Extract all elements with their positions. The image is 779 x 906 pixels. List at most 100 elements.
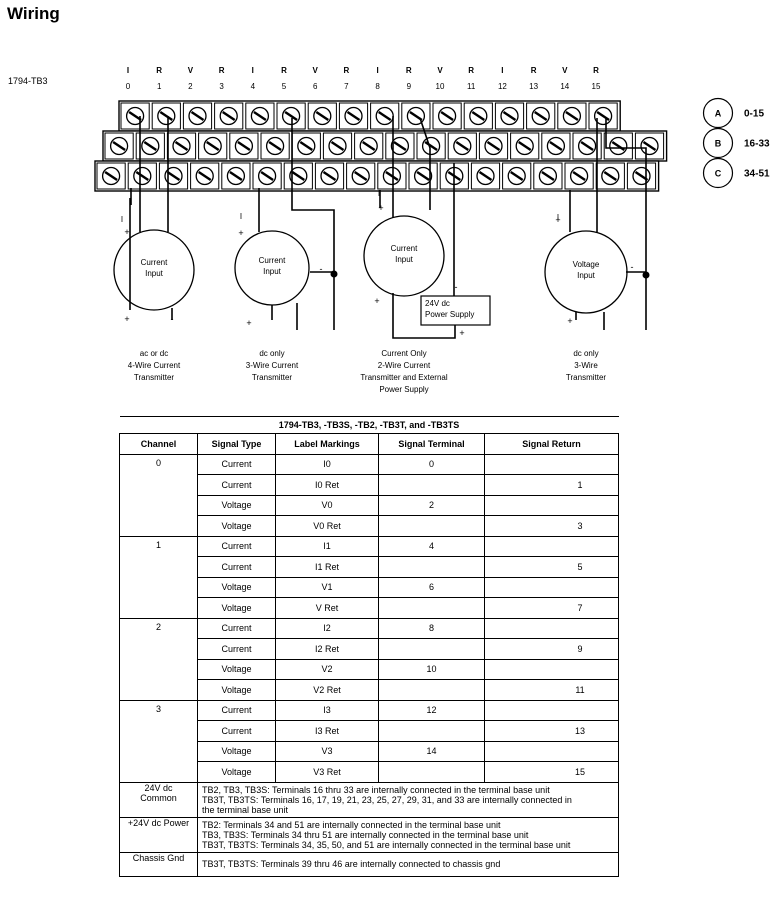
row-legend-range: 16-33 (744, 139, 770, 150)
signal-type-cell: Current (197, 720, 276, 742)
signal-return-cell: 11 (483, 679, 620, 701)
device-caption: Current Only (381, 349, 426, 358)
current-label: I (121, 215, 123, 224)
channel-cell: 1 (119, 535, 198, 619)
row-legend-badge (702, 97, 734, 129)
channel-cell: 2 (119, 617, 198, 701)
terminal-number-label: 6 (313, 82, 318, 91)
junction-icon (642, 271, 650, 279)
note-line: TB3T, TB3TS: Terminals 39 thru 46 are in… (202, 859, 501, 870)
power-supply-label: Power Supply (425, 310, 474, 319)
terminal-number-label: 3 (219, 82, 224, 91)
device-label: Input (145, 269, 164, 278)
label-marking-cell: V0 Ret (275, 515, 379, 537)
label-marking-cell: I1 (275, 535, 379, 557)
terminal-number-label: 15 (592, 82, 601, 91)
note-text: TB2, TB3, TB3S: Terminals 16 thru 33 are… (196, 781, 620, 818)
signal-terminal-cell: 12 (378, 699, 485, 721)
header-channel: Channel (119, 433, 198, 455)
channel-cell: 0 (119, 453, 198, 537)
polarity-sign: + (555, 215, 560, 225)
terminal-row-a (118, 100, 621, 132)
header-signal-terminal: Signal Terminal (378, 433, 485, 455)
table-header-row: Channel Signal Type Label Markings Signa… (119, 433, 620, 455)
transmitter-device (363, 215, 445, 297)
terminal-number-label: 13 (529, 82, 538, 91)
label-marking-cell: V3 (275, 740, 379, 762)
note-line: TB3, TB3S: Terminals 34 thru 51 are inte… (202, 829, 529, 840)
signal-return-cell (483, 740, 620, 762)
signal-return-cell (483, 617, 620, 639)
current-label: I (240, 212, 242, 221)
signal-terminal-cell: 0 (378, 453, 485, 475)
signal-return-cell: 15 (483, 761, 620, 783)
signal-return-cell (483, 699, 620, 721)
polarity-sign: + (378, 203, 383, 213)
device-label: Current (141, 258, 168, 267)
signal-type-cell: Current (197, 535, 276, 557)
signal-type-cell: Current (197, 617, 276, 639)
signal-return-cell (483, 453, 620, 475)
terminal-type-label: R (531, 66, 537, 75)
device-caption: 3-Wire Current (246, 361, 299, 370)
polarity-sign: - (631, 262, 634, 272)
terminal-type-label: R (156, 66, 162, 75)
signal-type-cell: Voltage (197, 494, 276, 516)
signal-return-cell (483, 658, 620, 680)
device-label: Input (395, 255, 414, 264)
polarity-sign: + (124, 314, 129, 324)
terminal-type-label: V (562, 66, 568, 75)
polarity-sign: + (459, 328, 464, 338)
terminal-number-label: 9 (407, 82, 412, 91)
signal-type-cell: Voltage (197, 515, 276, 537)
row-legend-range: 0-15 (744, 109, 764, 120)
device-label: Input (263, 267, 282, 276)
signal-return-cell (483, 494, 620, 516)
terminal-type-label: V (313, 66, 319, 75)
device-label: Current (391, 244, 418, 253)
note-line: TB3T, TB3TS: Terminals 34, 35, 50, and 5… (202, 839, 571, 850)
signal-terminal-cell: 6 (378, 576, 485, 598)
signal-return-cell (483, 535, 620, 557)
header-signal-return: Signal Return (483, 433, 620, 455)
signal-type-cell: Voltage (197, 761, 276, 783)
label-marking-cell: I0 Ret (275, 474, 379, 496)
signal-return-cell (483, 576, 620, 598)
terminal-row-b (102, 130, 668, 162)
terminal-type-label: I (501, 66, 503, 75)
signal-return-cell: 1 (483, 474, 620, 496)
terminal-number-label: 2 (188, 82, 193, 91)
label-marking-cell: V1 (275, 576, 379, 598)
signal-type-cell: Current (197, 474, 276, 496)
label-marking-cell: V0 (275, 494, 379, 516)
label-marking-cell: I0 (275, 453, 379, 475)
terminal-number-label: 4 (251, 82, 256, 91)
signal-type-cell: Voltage (197, 658, 276, 680)
terminal-row-c (94, 160, 660, 192)
device-caption: ac or dc (140, 349, 168, 358)
page-title: Wiring (7, 4, 60, 23)
signal-terminal-cell (378, 679, 485, 701)
terminal-type-label: R (406, 66, 412, 75)
signal-type-cell: Voltage (197, 740, 276, 762)
label-marking-cell: V3 Ret (275, 761, 379, 783)
signal-return-cell: 5 (483, 556, 620, 578)
polarity-sign: + (124, 227, 129, 237)
wire (605, 118, 647, 273)
device-caption: Transmitter (566, 373, 606, 382)
device-caption: dc only (573, 349, 598, 358)
label-marking-cell: I3 Ret (275, 720, 379, 742)
header-signal-type: Signal Type (197, 433, 276, 455)
terminal-type-label: R (593, 66, 599, 75)
signal-type-cell: Voltage (197, 597, 276, 619)
signal-return-cell: 7 (483, 597, 620, 619)
